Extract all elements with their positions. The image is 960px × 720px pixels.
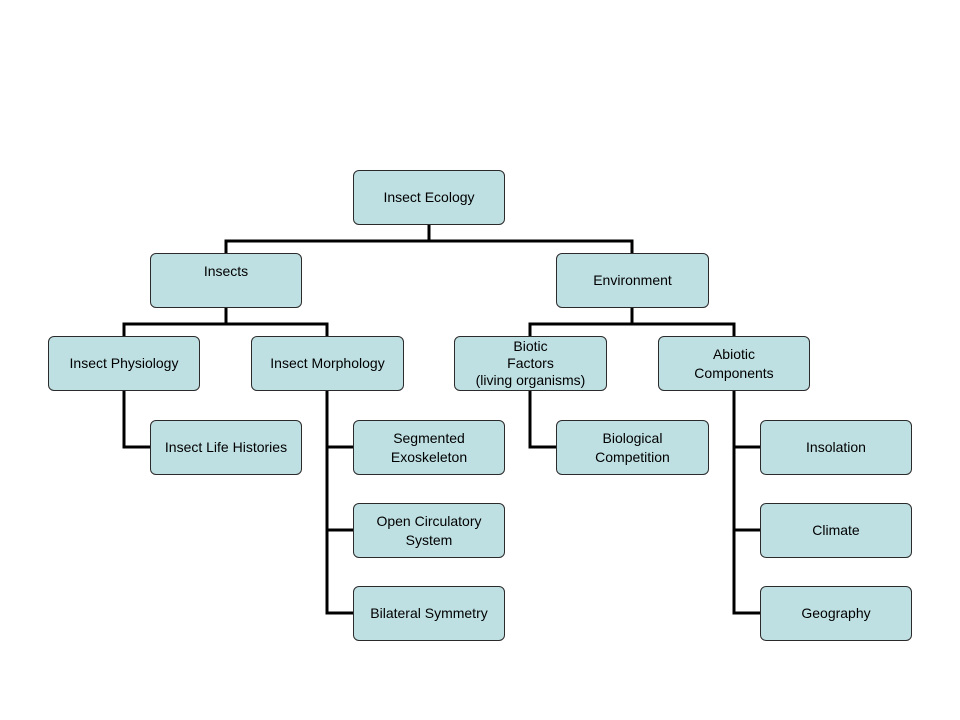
node-biological-competition: Biological Competition <box>556 420 709 475</box>
connector-physiology-life <box>122 389 152 449</box>
node-segmented-exoskeleton: Segmented Exoskeleton <box>353 420 505 475</box>
node-climate: Climate <box>760 503 912 558</box>
node-insects: Insects <box>150 253 302 308</box>
node-environment: Environment <box>556 253 709 308</box>
node-bilateral-symmetry: Bilateral Symmetry <box>353 586 505 641</box>
node-insect-morphology: Insect Morphology <box>251 336 404 391</box>
node-insect-ecology: Insect Ecology <box>353 170 505 225</box>
connector-biotic-competition <box>528 389 559 449</box>
node-abiotic-components: Abiotic Components <box>658 336 810 391</box>
node-open-circulatory-system: Open Circulatory System <box>353 503 505 558</box>
node-insolation: Insolation <box>760 420 912 475</box>
node-geography: Geography <box>760 586 912 641</box>
node-biotic-factors: Biotic Factors (living organisms) <box>454 336 607 391</box>
node-insect-physiology: Insect Physiology <box>48 336 200 391</box>
node-insect-life-histories: Insect Life Histories <box>150 420 302 475</box>
